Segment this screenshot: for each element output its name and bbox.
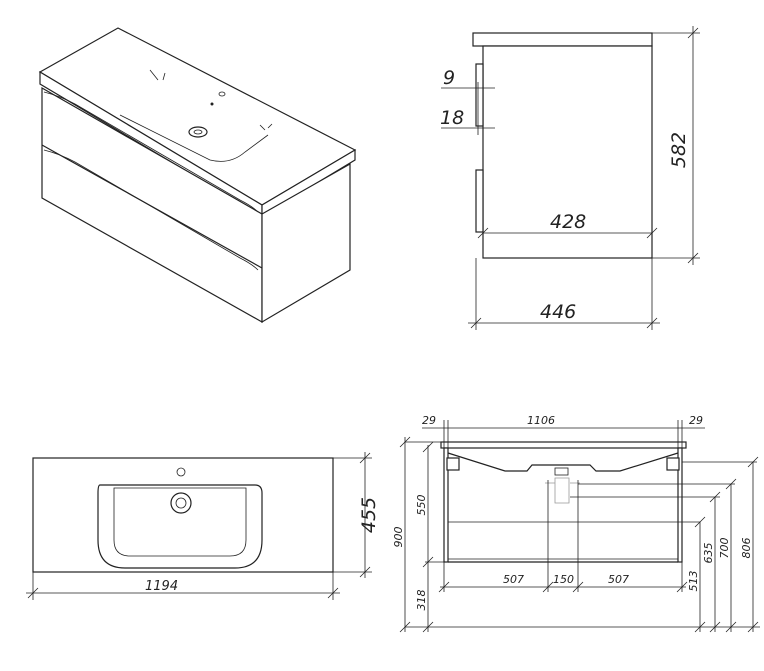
dim-tick [422, 441, 434, 453]
dim-tick [438, 581, 450, 593]
dim-18: 18 [440, 107, 464, 129]
drain-inner-icon [193, 129, 203, 135]
dim-tick [747, 456, 759, 468]
dim-582: 582 [668, 132, 690, 168]
basin-underside [447, 452, 679, 472]
drawer-handle-bottom [43, 149, 259, 271]
cabinet-side-left [443, 447, 449, 563]
overflow-hole-icon [210, 102, 214, 106]
basin-detail-right [259, 123, 273, 131]
side-cabinet [482, 45, 653, 259]
top-view: 455 1194 [26, 452, 380, 600]
dim-tick [709, 621, 721, 633]
dim-tick [327, 587, 339, 599]
dim-tick [542, 581, 554, 593]
dim-507-left: 507 [503, 573, 524, 586]
dim-tick [747, 621, 759, 633]
tap-hole-icon [218, 91, 226, 97]
dim-29-right: 29 [689, 414, 703, 427]
dim-150: 150 [553, 573, 574, 586]
cabinet-side-right [677, 447, 683, 563]
bracket-left [446, 457, 460, 471]
drawer-front-top [475, 63, 484, 127]
drain-icon [188, 126, 208, 138]
side-countertop [472, 32, 653, 47]
drawer-front-bottom [475, 169, 484, 233]
dim-700: 700 [718, 538, 731, 559]
dim-tick [646, 227, 658, 239]
dim-29-left: 29 [422, 414, 436, 427]
countertop-side-edge [261, 148, 356, 218]
dim-tick [687, 27, 699, 39]
dim-9: 9 [443, 67, 455, 89]
dim-1194: 1194 [145, 579, 178, 594]
dim-428: 428 [550, 211, 586, 233]
dim-446: 446 [540, 301, 576, 323]
dim-tick [646, 317, 658, 329]
bracket-right [666, 457, 680, 471]
basin-outer [97, 484, 263, 569]
dim-tick [725, 621, 737, 633]
dim-tick [359, 566, 371, 578]
basin-outline [119, 114, 269, 162]
dim-tick [709, 491, 721, 503]
basin-inner [113, 487, 247, 557]
dim-900: 900 [392, 527, 405, 548]
dim-tick [470, 317, 482, 329]
dim-1106: 1106 [527, 414, 555, 427]
dim-507-right: 507 [608, 573, 629, 586]
dim-tick [359, 452, 371, 464]
countertop-plan [32, 457, 334, 573]
drain-icon [170, 492, 192, 514]
tap-hole-icon [176, 467, 186, 477]
drain-inner-icon [175, 497, 187, 509]
front-view: 900 550 318 29 1106 29 507 150 507 [392, 414, 760, 633]
dim-tick [694, 516, 706, 528]
dim-318: 318 [415, 590, 428, 611]
dim-513: 513 [687, 571, 700, 592]
dim-tick [477, 227, 489, 239]
side-view: 582 9 18 428 446 [440, 26, 700, 330]
dim-tick [572, 581, 584, 593]
drawer-handle-top [43, 91, 259, 213]
dim-tick [676, 581, 688, 593]
isometric-view [38, 27, 357, 324]
drain-outlet [554, 467, 569, 476]
front-countertop [440, 441, 687, 449]
dim-tick [399, 436, 411, 448]
dim-455: 455 [358, 497, 380, 533]
dim-806: 806 [740, 538, 753, 559]
cabinet-side [261, 162, 351, 324]
dim-550: 550 [415, 495, 428, 516]
siphon-icon [545, 477, 580, 504]
dim-tick [725, 478, 737, 490]
dim-635: 635 [702, 543, 715, 564]
basin-detail [149, 69, 166, 81]
dim-tick [27, 587, 39, 599]
dim-tick [694, 621, 706, 633]
dim-tick [687, 252, 699, 264]
